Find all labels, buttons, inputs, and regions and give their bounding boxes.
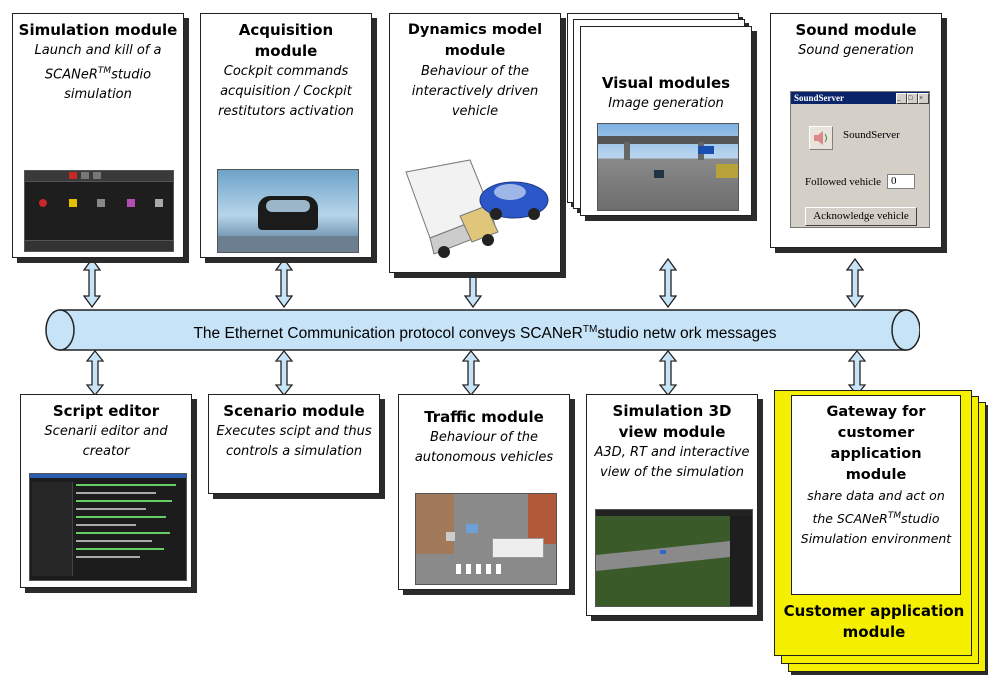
module-title: Simulation 3D view module: [612, 402, 732, 441]
traffic-image: [415, 493, 557, 585]
double-arrow-icon: [86, 350, 104, 396]
module-subtitle: Executes scipt and thus controls a simul…: [216, 424, 372, 459]
script-editor-box: Script editor Scenarii editor and creato…: [20, 394, 192, 588]
module-title: Gateway for customer application module: [826, 404, 926, 483]
module-subtitle: Launch and kill of a SCANeRTMstudio simu…: [34, 43, 162, 103]
module-title: Dynamics model module: [407, 22, 543, 59]
double-arrow-icon: [275, 350, 293, 396]
simulation-3d-view-box: Simulation 3D view module A3D, RT and in…: [586, 394, 758, 616]
traffic-module-box: Traffic module Behaviour of the autonomo…: [398, 394, 570, 590]
soundserver-label: SoundServer: [843, 129, 900, 141]
module-title: Acquisition module: [238, 21, 334, 60]
module-subtitle: Sound generation: [798, 43, 914, 58]
module-subtitle: share data and act on the SCANeRTMstudio…: [800, 488, 952, 547]
module-title: Scenario module: [223, 402, 365, 420]
acknowledge-vehicle-button[interactable]: Acknowledge vehicle: [805, 207, 917, 226]
double-arrow-icon: [275, 258, 293, 308]
module-subtitle: Behaviour of the interactively driven ve…: [411, 64, 539, 119]
module-title: Visual modules: [601, 74, 731, 92]
double-arrow-icon: [846, 258, 864, 308]
vehicles-illustration: [405, 159, 549, 258]
minimize-icon[interactable]: _: [896, 93, 907, 104]
module-subtitle: Behaviour of the autonomous vehicles: [414, 430, 554, 465]
close-icon[interactable]: ×: [918, 93, 929, 104]
maximize-icon[interactable]: □: [907, 93, 918, 104]
acquisition-module-box: Acquisition module Cockpit commands acqu…: [200, 13, 372, 258]
customer-application-box: Gateway for customer application module …: [774, 390, 972, 656]
dynamics-module-box: Dynamics model module Behaviour of the i…: [389, 13, 561, 273]
visual-modules-box: Visual modules Image generation: [580, 26, 752, 216]
customer-application-label: Customer application module: [783, 602, 965, 641]
simulation-screenshot: [24, 170, 174, 252]
cockpit-image: [217, 169, 359, 253]
module-subtitle: Scenarii editor and creator: [44, 424, 168, 459]
gateway-module-box: Gateway for customer application module …: [791, 395, 961, 595]
simulation-module-box: Simulation module Launch and kill of a S…: [12, 13, 184, 258]
ethernet-bus: [45, 309, 920, 351]
module-title: Sound module: [795, 21, 917, 39]
module-subtitle: Image generation: [608, 96, 724, 111]
module-title: Script editor: [52, 402, 160, 420]
3d-view-screenshot: [595, 509, 753, 607]
script-editor-screenshot: [29, 473, 187, 581]
double-arrow-icon: [659, 350, 677, 396]
module-subtitle: Cockpit commands acquisition / Cockpit r…: [218, 64, 354, 119]
double-arrow-icon: [462, 350, 480, 396]
bus-label: The Ethernet Communication protocol conv…: [193, 324, 777, 343]
soundserver-titlebar: SoundServer: [791, 92, 929, 104]
highway-image: [597, 123, 739, 211]
double-arrow-icon: [659, 258, 677, 308]
module-title: Traffic module: [424, 408, 544, 426]
double-arrow-icon: [83, 258, 101, 308]
followed-vehicle-field[interactable]: 0: [887, 174, 915, 189]
speaker-icon: [809, 126, 833, 150]
module-subtitle: A3D, RT and interactive view of the simu…: [594, 445, 750, 480]
followed-vehicle-label: Followed vehicle: [805, 176, 882, 188]
scenario-module-box: Scenario module Executes scipt and thus …: [208, 394, 380, 494]
module-title: Simulation module: [18, 21, 178, 39]
soundserver-window: SoundServer _ □ × SoundServer Followed v…: [790, 91, 930, 228]
